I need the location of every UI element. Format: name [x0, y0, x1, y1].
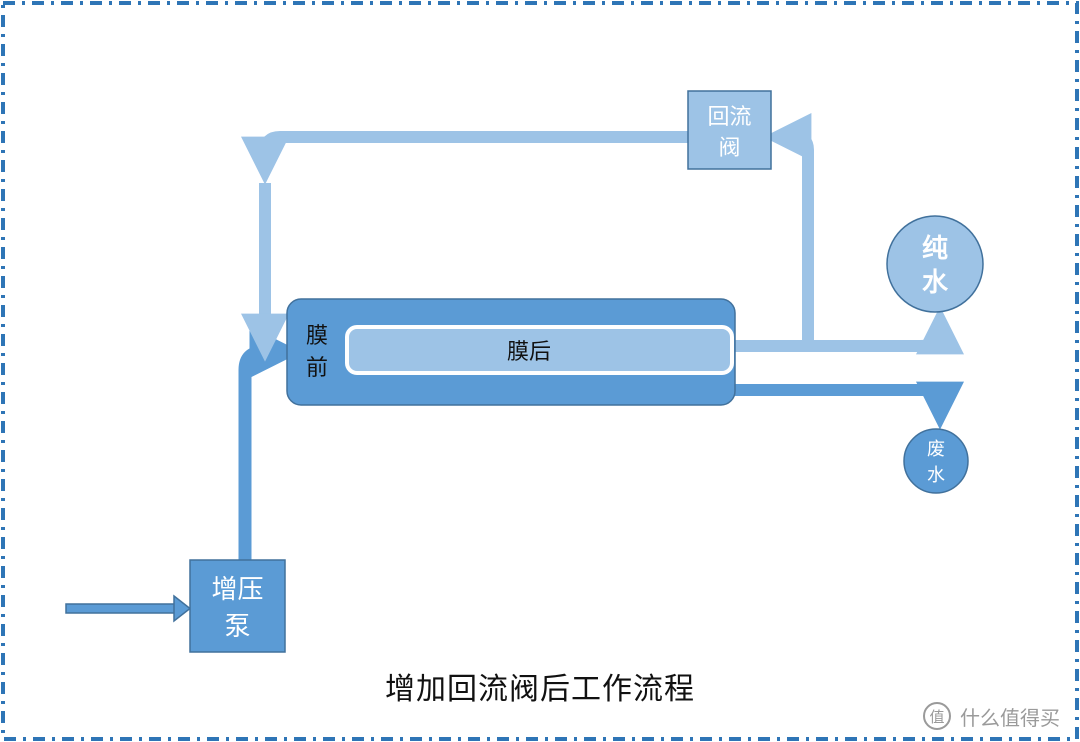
- waste-water-label-line1: 废: [927, 439, 945, 460]
- watermark: 值 什么值得买: [922, 700, 1060, 732]
- valve-return-pipe-top: [241, 131, 688, 185]
- zhidemai-logo-icon: 值: [923, 702, 951, 730]
- watermark-text: 什么值得买: [960, 705, 1060, 730]
- pump-label-line2: 泵: [224, 612, 250, 642]
- pure-water-circle: [886, 215, 984, 313]
- pure-water-label-line1: 纯: [922, 233, 948, 264]
- post-to-valve-pipe: [763, 113, 814, 346]
- waste-water-circle: [903, 428, 969, 494]
- booster-pump-box: [189, 559, 286, 653]
- diagram-caption: 增加回流阀后工作流程: [385, 672, 695, 707]
- pre-membrane-label-line2: 前: [306, 356, 328, 381]
- post-membrane-label: 膜后: [507, 340, 551, 365]
- inlet-arrow: [65, 594, 192, 623]
- return-valve-box: [687, 90, 772, 170]
- post-membrane-tube: [345, 325, 734, 375]
- logo-mark: 值: [929, 708, 944, 726]
- valve-label-line1: 回流: [707, 105, 751, 130]
- pure-water-label-line2: 水: [922, 268, 949, 298]
- waste-water-pipe: [733, 381, 964, 430]
- pure-water-pipe: [730, 306, 964, 355]
- pre-membrane-label-line1: 膜: [306, 324, 328, 349]
- pump-label-line1: 增压: [211, 575, 263, 605]
- valve-label-line2: 阀: [718, 136, 740, 161]
- waste-water-label-line2: 水: [927, 465, 945, 486]
- pump-to-membrane-pipe: [238, 326, 302, 560]
